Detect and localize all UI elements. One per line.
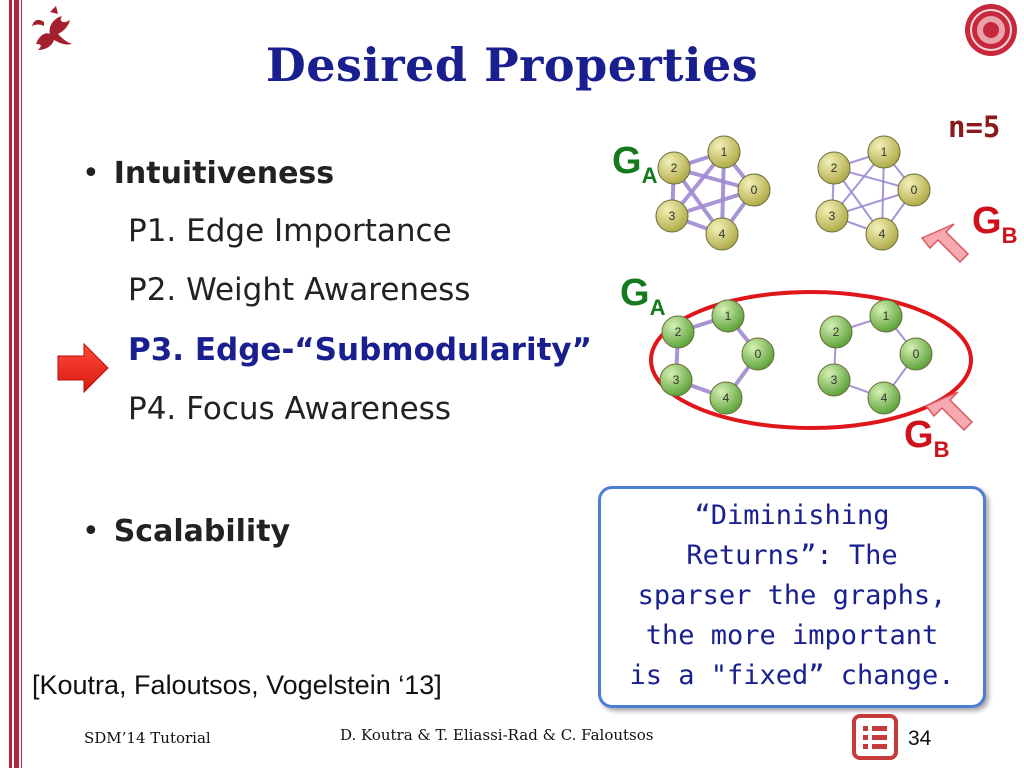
graph-node-label: 0 xyxy=(911,183,918,197)
callout-line: is a "fixed” change. xyxy=(629,660,955,691)
graph-label-ga-bottom: GA xyxy=(620,272,666,320)
slide-list-icon[interactable] xyxy=(852,714,898,760)
graph-node xyxy=(819,315,853,349)
graph-node-label: 0 xyxy=(755,347,762,361)
graph-node xyxy=(817,363,851,397)
bullet-label: Intuitiveness xyxy=(113,156,335,191)
graph-node xyxy=(817,151,851,185)
callout-box xyxy=(598,486,986,708)
graph-node-label: 1 xyxy=(883,309,890,323)
callout-line: Returns”: The xyxy=(686,540,898,571)
callout-line: “Diminishing xyxy=(694,500,890,531)
graph-node-label: 0 xyxy=(913,347,920,361)
property-p1: P1. Edge Importance xyxy=(128,213,452,249)
graph-node-label: 3 xyxy=(829,209,836,223)
graph-label-gb-bottom: GB xyxy=(904,414,950,462)
highlight-ellipse xyxy=(649,290,973,430)
graph-node-label: 2 xyxy=(671,161,678,175)
graph-node xyxy=(737,173,771,207)
graph-node xyxy=(657,151,691,185)
graph-node-label: 1 xyxy=(721,145,728,159)
graph-label-gb-top: GB xyxy=(972,200,1018,248)
graph-node xyxy=(869,299,903,333)
footer-left: SDM’14 Tutorial xyxy=(84,729,211,747)
citation: [Koutra, Faloutsos, Vogelstein ‘13] xyxy=(32,670,442,700)
red-arrow-icon xyxy=(57,342,109,394)
graph-node-label: 2 xyxy=(675,325,682,339)
page-number: 34 xyxy=(908,727,932,750)
graph-node-label: 4 xyxy=(879,227,886,241)
n-label: n=5 xyxy=(948,110,1001,144)
callout-text: “Diminishing Returns”: The sparser the g… xyxy=(598,496,986,696)
graph-node xyxy=(707,135,741,169)
graph-node xyxy=(655,199,689,233)
dragon-logo-icon xyxy=(32,6,72,50)
graph-node xyxy=(867,135,901,169)
graph-node-label: 3 xyxy=(673,373,680,387)
pink-pointer-icon xyxy=(920,223,970,264)
bullet-label: Scalability xyxy=(113,514,291,549)
graph-node xyxy=(711,299,745,333)
graph-node xyxy=(899,337,933,371)
graph-node xyxy=(661,315,695,349)
graph-node xyxy=(815,199,849,233)
graph-node-label: 3 xyxy=(669,209,676,223)
graph-node-label: 4 xyxy=(723,391,730,405)
graph-node-label: 0 xyxy=(751,183,758,197)
graph-node xyxy=(897,173,931,207)
left-border-bar xyxy=(21,0,22,768)
university-seal-icon xyxy=(965,4,1017,56)
graph-node xyxy=(865,217,899,251)
bullet-scalability: •Scalability xyxy=(82,514,291,549)
graph-label-ga-top: GA xyxy=(612,140,658,188)
property-p4: P4. Focus Awareness xyxy=(128,391,451,427)
graph-node-label: 4 xyxy=(719,227,726,241)
graph-node-label: 1 xyxy=(725,309,732,323)
graph-node-label: 2 xyxy=(831,161,838,175)
graph-node xyxy=(741,337,775,371)
bullet-intuitiveness: •Intuitiveness xyxy=(82,156,335,191)
property-p2: P2. Weight Awareness xyxy=(128,272,471,308)
graph-node xyxy=(867,381,901,415)
callout-line: sparser the graphs, xyxy=(637,580,947,611)
left-border-bar xyxy=(9,0,12,768)
graph-node xyxy=(709,381,743,415)
graph-node-label: 4 xyxy=(881,391,888,405)
slide-title: Desired Properties xyxy=(265,38,759,92)
left-border-bar xyxy=(14,0,19,768)
property-p3: P3. Edge-“Submodularity” xyxy=(128,332,592,368)
graph-node xyxy=(705,217,739,251)
pink-pointer-icon xyxy=(924,391,974,432)
graph-node-label: 3 xyxy=(831,373,838,387)
graph-node-label: 2 xyxy=(833,325,840,339)
graph-node-label: 1 xyxy=(881,145,888,159)
graph-illustrations: 0 1 2 3 4 0 1 2 3 4 0 1 2 3 4 0 1 2 3 4 xyxy=(649,135,974,432)
footer-center: D. Koutra & T. Eliassi-Rad & C. Faloutso… xyxy=(340,726,654,744)
callout-line: the more important xyxy=(645,620,939,651)
graph-node xyxy=(659,363,693,397)
